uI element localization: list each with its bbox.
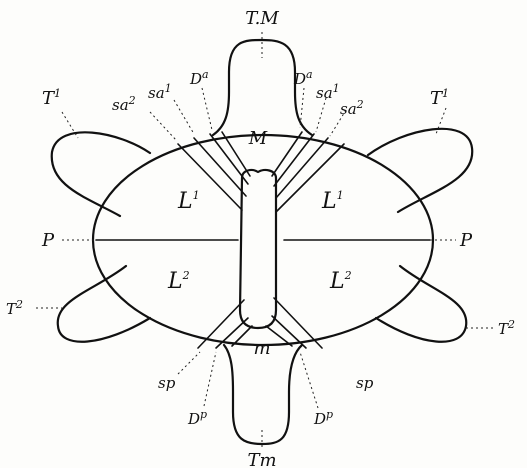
- label-tm-bottom: Tm: [247, 450, 276, 468]
- leader-da-left: [202, 88, 212, 130]
- label-dp-right: Dp: [313, 408, 333, 428]
- label-sa1-left: sa1: [148, 82, 172, 102]
- label-t2-left: T2: [6, 298, 23, 318]
- central-capsule: [240, 170, 276, 328]
- right-upper-lobe-outline: [368, 129, 472, 212]
- leader-sa1-right: [316, 98, 326, 132]
- label-sp-left: sp: [158, 374, 176, 392]
- label-p-right: P: [459, 230, 473, 251]
- label-dp-left: Dp: [187, 408, 207, 428]
- label-tm-top: T.M: [245, 8, 279, 29]
- label-l2-left: L2: [167, 269, 190, 294]
- label-t1-right: T1: [430, 87, 449, 109]
- label-sa2-left: sa2: [112, 94, 136, 114]
- leader-dp-right: [300, 352, 318, 408]
- label-sa1-right: sa1: [316, 82, 340, 102]
- leader-sa2-left: [150, 112, 176, 140]
- label-da-right: Da: [293, 68, 313, 88]
- label-da-left: Da: [189, 68, 209, 88]
- label-sp-right: sp: [356, 374, 374, 392]
- label-p-left: P: [41, 230, 55, 251]
- label-l2-right: L2: [329, 269, 352, 294]
- label-t2-right: T2: [498, 318, 515, 338]
- label-l1-right: L1: [321, 189, 344, 214]
- leader-t1-right: [436, 108, 446, 134]
- label-m-upper: M: [248, 128, 268, 149]
- label-m-lower: m: [253, 338, 270, 359]
- bottom-lobe-outline: [224, 345, 302, 444]
- posterior-line-left-3: [232, 326, 252, 346]
- label-l1-left: L1: [177, 189, 200, 214]
- leader-sp-left: [178, 352, 200, 374]
- leader-dp-left: [204, 352, 216, 406]
- label-sa2-right: sa2: [340, 98, 364, 118]
- label-t1-left: T1: [42, 87, 61, 109]
- leader-sa1-left: [174, 100, 194, 134]
- left-upper-lobe-outline: [52, 132, 150, 216]
